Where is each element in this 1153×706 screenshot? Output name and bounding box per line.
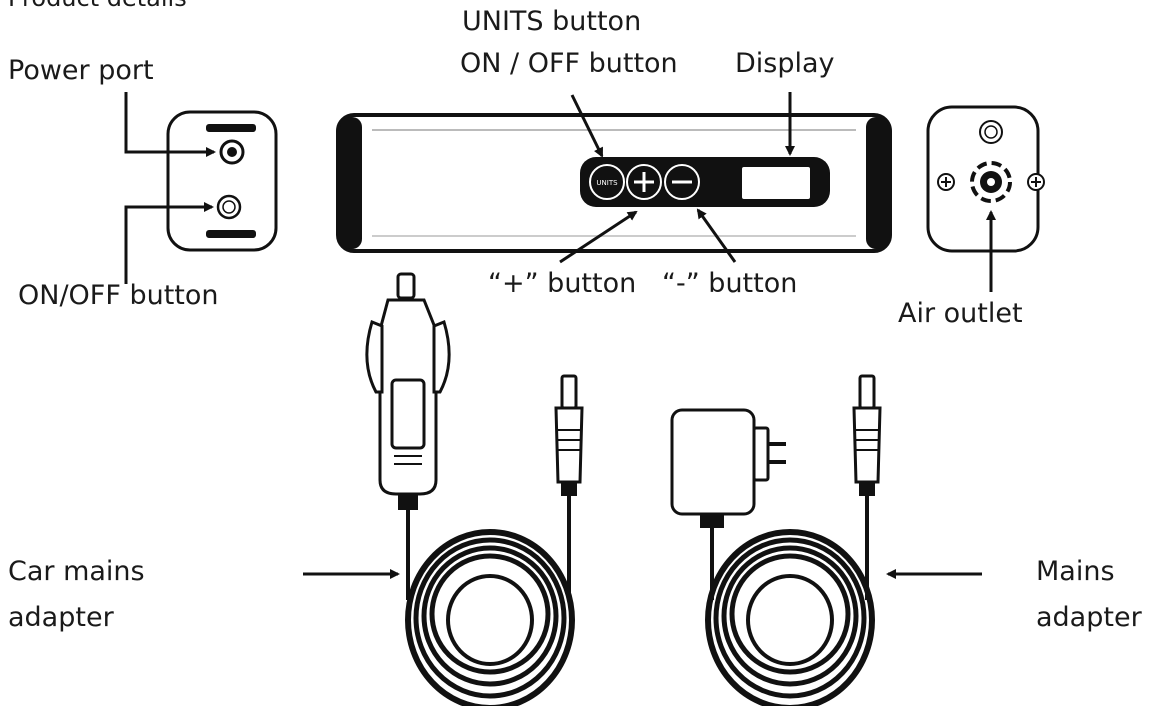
label-power-port: Power port [8,55,154,86]
label-air-outlet: Air outlet [898,298,1023,329]
on-off-switch-icon [216,194,242,220]
label-car-mains-line1: Car mains [8,556,145,587]
dc-plug-left [554,374,584,600]
control-panel: UNITS [580,157,830,207]
left-end-panel [166,110,278,252]
label-mains-line2: adapter [1036,602,1142,633]
header-fragment: Product details [8,0,187,10]
label-display: Display [735,48,835,79]
label-on-off-button-top: ON / OFF button [460,48,678,79]
right-end-panel [926,105,1045,253]
callout-arrows [124,92,996,579]
label-car-mains-line2: adapter [8,602,114,633]
units-key-text: UNITS [596,179,618,187]
mains-adapter-coiled-cord [705,529,875,706]
car-adapter-plug [365,272,451,600]
power-port-icon [219,139,245,165]
air-outlet-icon [970,161,1012,203]
label-plus-button: “+” button [488,268,637,299]
car-adapter-coiled-cord [405,529,575,706]
display-screen [742,167,810,199]
gauge-knob-icon [979,120,1003,144]
label-minus-button: “-” button [662,268,798,299]
screw-right-icon [1027,173,1045,191]
label-units-button: UNITS button [462,6,642,37]
label-mains-line1: Mains [1036,556,1115,587]
plus-icon [626,164,662,200]
minus-icon [664,164,700,200]
mains-adapter-block [670,408,786,600]
screw-left-icon [937,173,955,191]
label-on-off-button-left: ON/OFF button [18,280,219,311]
